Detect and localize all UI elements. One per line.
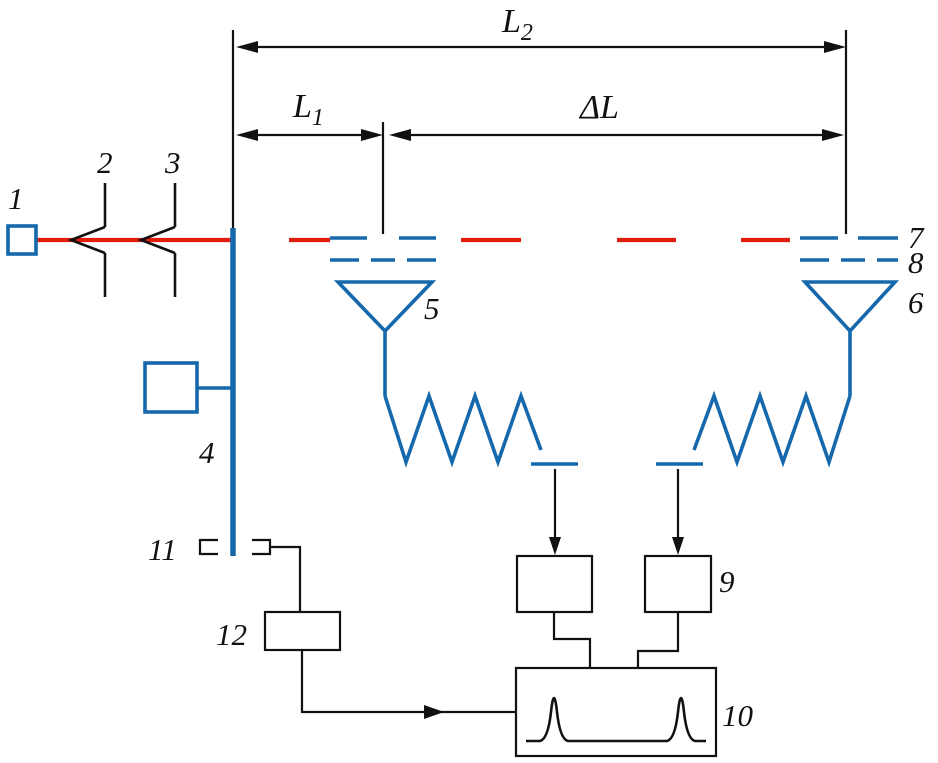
label-L2: L2 xyxy=(501,3,533,46)
signal-arrowheads xyxy=(424,537,684,719)
amp-right-to-scope-wire xyxy=(636,612,680,668)
det6-funnel xyxy=(800,280,900,334)
label-chopper: 4 xyxy=(199,435,215,470)
label-photosensor: 11 xyxy=(148,532,177,567)
label-grid-7: 7 xyxy=(908,220,925,255)
slit-2-jaws xyxy=(67,225,106,255)
amplifier-box-right xyxy=(643,554,713,614)
oscilloscope-trace xyxy=(526,696,706,743)
amplifier-box-left xyxy=(515,554,594,614)
dim-L2-arrow-left-icon xyxy=(236,41,258,53)
det5-funnel xyxy=(333,280,437,334)
trigger-wire-arrow-icon xyxy=(424,705,444,719)
label-grid-8: 8 xyxy=(908,245,924,280)
label-slit-3: 3 xyxy=(164,145,181,180)
trigger-box xyxy=(263,610,342,652)
label-amplifiers: 9 xyxy=(719,564,735,599)
label-trigger: 12 xyxy=(216,617,247,652)
source-box xyxy=(6,224,38,256)
det5-signal-arrow-icon xyxy=(549,537,561,555)
trigger-to-scope-wire xyxy=(300,650,516,714)
photosensor-right xyxy=(252,538,272,556)
label-L2-base: L xyxy=(501,3,521,40)
label-L1-base: L xyxy=(292,88,312,125)
dim-L1-arrow-left-icon xyxy=(236,129,258,141)
label-L2-sub: 2 xyxy=(521,20,533,46)
dim-deltaL-arrow-right-icon xyxy=(822,129,844,141)
dim-deltaL-arrow-left-icon xyxy=(389,129,411,141)
label-L1: L1 xyxy=(292,88,324,131)
label-slit-2: 2 xyxy=(97,145,113,180)
apparatus-blue xyxy=(6,224,900,556)
slits xyxy=(67,183,177,297)
det6-signal-arrow-icon xyxy=(672,537,684,555)
det5-multiplier-zigzag xyxy=(383,390,543,468)
dim-L2-arrow-right-icon xyxy=(824,41,846,53)
label-source: 1 xyxy=(8,181,24,216)
oscilloscope-box xyxy=(514,666,718,758)
label-L1-sub: 1 xyxy=(312,105,324,131)
det6-multiplier-zigzag xyxy=(692,390,852,468)
labels: 1 2 3 4 5 6 7 8 9 10 11 12 L2 L1 ΔL xyxy=(8,3,925,733)
dimension-arrowheads xyxy=(236,41,846,141)
slit-3-jaws xyxy=(137,225,176,255)
label-deltaL: ΔL xyxy=(578,89,619,126)
chopper-motor-box xyxy=(143,361,199,414)
sensor-to-trigger-wire xyxy=(270,545,302,612)
label-detector-5: 5 xyxy=(424,291,440,326)
photosensor-left xyxy=(198,538,218,556)
amp-left-to-scope-wire xyxy=(552,612,592,668)
dim-L1-arrow-right-icon xyxy=(361,129,383,141)
label-detector-6: 6 xyxy=(908,285,924,320)
label-oscilloscope: 10 xyxy=(722,698,754,733)
electronics xyxy=(198,469,718,758)
dimension-lines xyxy=(231,30,848,234)
